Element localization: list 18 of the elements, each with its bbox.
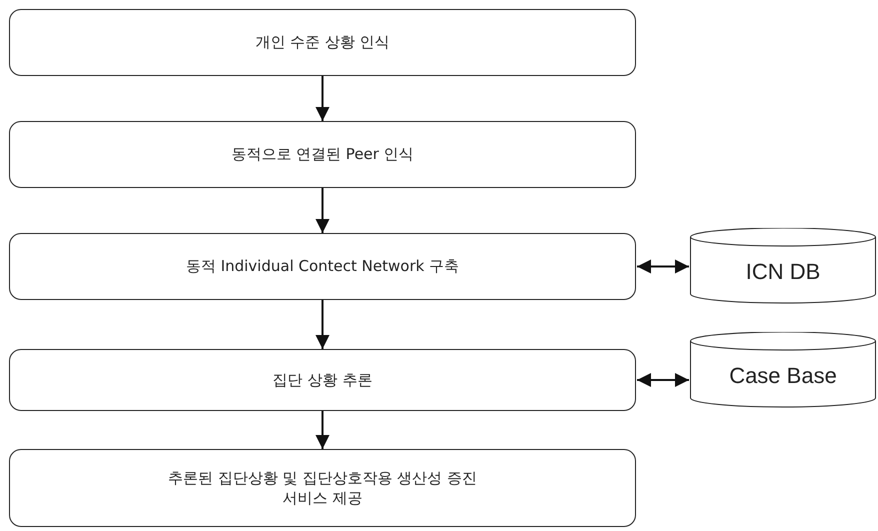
node-label: 집단 상황 추론 (272, 370, 372, 390)
arrow (316, 411, 330, 449)
arrow (637, 260, 689, 274)
process-box (9, 449, 636, 527)
node-label: 개인 수준 상황 인식 (255, 32, 390, 53)
arrow (316, 300, 330, 349)
node-label: 동적 Individual Contect Network 구축 (186, 256, 460, 277)
process-box (9, 349, 636, 411)
node-label: 추론된 집단상황 및 집단상호작용 생산성 증진 서비스 제공 (167, 468, 478, 508)
node-label: ICN DB (746, 258, 820, 286)
process-box (9, 121, 636, 188)
node-label: Case Base (729, 362, 837, 390)
process-box (9, 233, 636, 300)
process-box (9, 9, 636, 76)
node-label: 동적으로 연결된 Peer 인식 (231, 144, 414, 165)
arrow (316, 188, 330, 233)
arrow (316, 76, 330, 121)
arrow (637, 373, 689, 387)
